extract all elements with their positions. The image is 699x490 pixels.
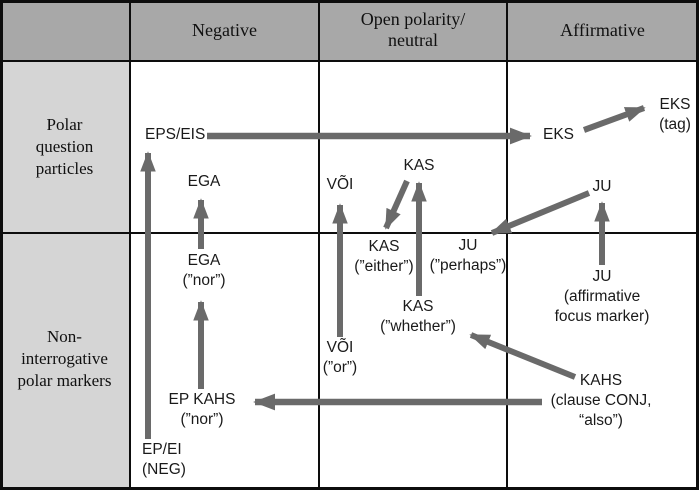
node-ju-affirmative-focus-marker: JU (affirmative focus marker) xyxy=(555,267,650,327)
node-kahs-clause-conj: KAHS (clause CONJ, “also”) xyxy=(551,371,652,431)
node-label: EGA xyxy=(187,173,221,190)
node-label: KAS xyxy=(402,298,434,315)
node-gloss: (”perhaps”) xyxy=(429,257,507,274)
arrow-eks-to-eks-tag xyxy=(582,105,646,133)
node-ega-top: EGA xyxy=(188,172,221,192)
header-negative-label: Negative xyxy=(192,19,257,40)
node-voi-or: VÕI (”or”) xyxy=(323,338,357,378)
grid-horizontal-rows xyxy=(0,232,699,234)
node-gloss: (”nor”) xyxy=(182,272,226,289)
node-kas-either: KAS (”either”) xyxy=(354,237,413,277)
node-ep-kahs: EP KAHS (”nor”) xyxy=(169,390,236,430)
header-open-line2: neutral xyxy=(388,30,438,50)
node-label: EKS xyxy=(543,126,575,143)
row-label-line: Non- xyxy=(47,326,82,346)
node-eks-tag: EKS (tag) xyxy=(659,95,691,135)
arrow-kas-to-kas-either xyxy=(383,179,410,230)
node-ju-top: JU xyxy=(593,177,612,197)
row-label-line: Polar xyxy=(46,115,83,134)
node-gloss: focus marker) xyxy=(554,308,650,325)
node-gloss: (affirmative xyxy=(563,288,641,305)
header-cell-corner xyxy=(0,0,129,60)
node-label: EPS/EIS xyxy=(145,126,206,143)
grid-vertical-1 xyxy=(129,0,131,490)
header-cell-affirmative: Affirmative xyxy=(508,0,697,60)
node-ega-nor: EGA (”nor”) xyxy=(182,251,225,291)
node-label: JU xyxy=(458,237,478,254)
node-label: VÕI xyxy=(326,176,354,193)
node-gloss: (”or”) xyxy=(322,359,358,376)
row-label-line: interrogative xyxy=(21,348,108,368)
node-ju-perhaps: JU (”perhaps”) xyxy=(430,236,507,276)
node-label: EGA xyxy=(187,252,221,269)
node-gloss: “also”) xyxy=(579,412,623,429)
row-label-polar-question-particles: Polar question particles xyxy=(0,62,129,232)
node-gloss: (”nor”) xyxy=(180,411,224,428)
header-open-line1: Open polarity/ xyxy=(360,9,466,29)
node-gloss: (clause CONJ, xyxy=(550,392,652,409)
header-row-background xyxy=(0,0,699,61)
node-kas-top: KAS xyxy=(403,156,434,176)
node-label: KAS xyxy=(403,157,435,174)
node-gloss: (”whether”) xyxy=(380,318,456,335)
node-label: JU xyxy=(592,268,612,285)
node-label: EP KAHS xyxy=(168,391,236,408)
node-eps-eis: EPS/EIS xyxy=(145,125,205,145)
header-cell-open-polarity: Open polarity/ neutral xyxy=(320,0,506,60)
node-label: EKS xyxy=(659,96,691,113)
row-label-line: question xyxy=(35,137,94,156)
node-label: KAHS xyxy=(579,372,623,389)
row-label-line: polar markers xyxy=(17,370,112,390)
node-label: JU xyxy=(592,178,612,195)
node-label: VÕI xyxy=(326,339,354,356)
row-label-line: particles xyxy=(35,159,94,178)
node-gloss: (tag) xyxy=(659,116,691,133)
node-ep-ei-neg: EP/EI (NEG) xyxy=(142,440,186,480)
node-kas-whether: KAS (”whether”) xyxy=(380,297,456,337)
grid-vertical-3 xyxy=(506,0,508,490)
node-gloss: (”either”) xyxy=(354,258,414,275)
grid-vertical-2 xyxy=(318,0,320,490)
node-label: EP/EI xyxy=(142,441,182,458)
row-label-column-background xyxy=(0,61,130,490)
node-voi-top: VÕI xyxy=(327,175,354,195)
node-eks: EKS xyxy=(543,125,574,145)
row-label-non-interrogative-polar-markers: Non- interrogative polar markers xyxy=(0,234,129,483)
node-gloss: (NEG) xyxy=(142,461,186,478)
header-cell-negative: Negative xyxy=(131,0,318,60)
grid-horizontal-header xyxy=(0,60,699,62)
header-affirmative-label: Affirmative xyxy=(560,19,645,40)
node-label: KAS xyxy=(368,238,400,255)
